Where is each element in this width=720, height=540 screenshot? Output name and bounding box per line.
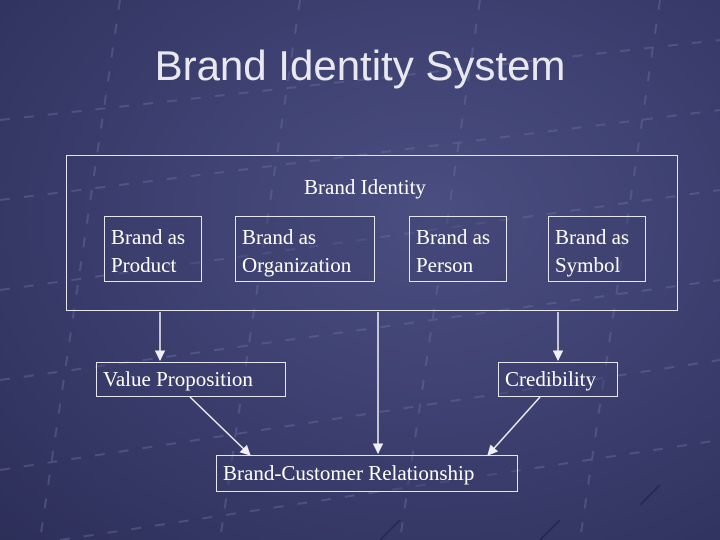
slide-title: Brand Identity System [154,42,566,89]
brand-as-symbol-box: Brand as Symbol [548,216,646,282]
brand-as-product-box: Brand as Product [104,216,202,282]
arrow-value-to-relationship [189,396,251,456]
brand-identity-frame [66,155,678,311]
value-proposition-box: Value Proposition [96,362,286,397]
brand-as-organization-box: Brand as Organization [235,216,375,282]
brand-as-person-box: Brand as Person [409,216,507,282]
brand-identity-label: Brand Identity [304,175,426,199]
credibility-box: Credibility [498,362,618,397]
arrow-credibility-to-relationship [487,396,541,456]
brand-customer-relationship-box: Brand-Customer Relationship [216,455,518,492]
